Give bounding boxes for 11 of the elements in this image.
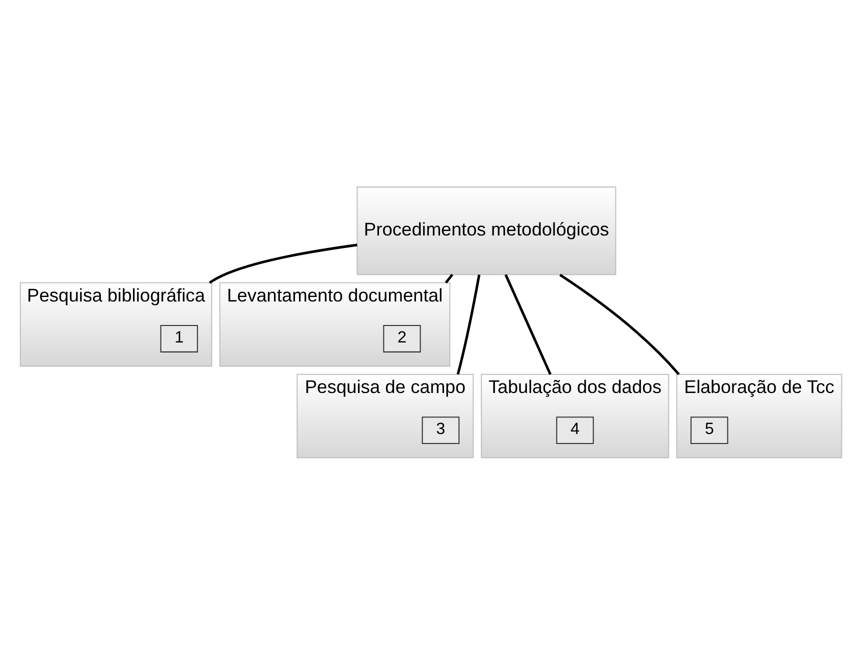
node-box: 1 [160, 324, 198, 352]
node-box: Procedimentos metodológicos [356, 186, 616, 275]
connector [444, 273, 454, 284]
node-box: 3 [422, 416, 460, 444]
node-box: 5 [690, 416, 728, 444]
connector [504, 274, 552, 374]
connector [208, 243, 358, 284]
node-box: 4 [556, 416, 594, 444]
node-box: 2 [383, 324, 421, 352]
connector [559, 273, 680, 375]
connector [456, 274, 480, 374]
